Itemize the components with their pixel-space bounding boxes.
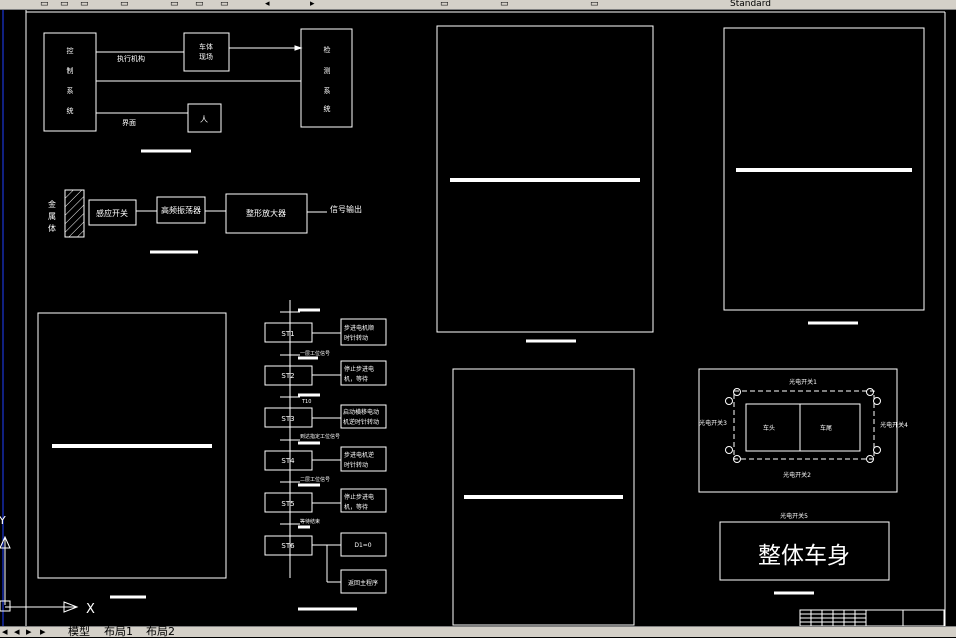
label-actuator: 执行机构	[117, 54, 145, 63]
ucs-icon	[0, 535, 79, 613]
sfc-action-3b: 机逆时针转动	[343, 418, 379, 426]
toolbar: ▭ ▭ ▭ ▭ ▭ ▭ ▭ ◂ ▸ ▭ ▭ ▭ Standard	[0, 0, 956, 10]
ucs-x-label: X	[86, 602, 95, 617]
layout-diagram	[698, 368, 898, 595]
sfc-step-5: ST5	[281, 500, 294, 508]
label-sw1: 光电开关1	[789, 378, 817, 386]
paste-icon[interactable]: ▭	[220, 0, 229, 9]
label-output: 信号输出	[330, 204, 362, 214]
label-vehicle-site-1: 车体	[199, 42, 213, 51]
sfc-step-3: ST3	[281, 415, 294, 423]
label-sw2: 光电开关2	[783, 471, 811, 479]
copy-icon[interactable]: ▭	[195, 0, 204, 9]
label-person: 人	[200, 115, 208, 124]
diagram-control-system	[43, 28, 353, 153]
sfc-action-7: 返回主程序	[348, 579, 378, 587]
label-metal-1: 金	[48, 199, 56, 209]
label-vehicle-site-2: 现场	[199, 52, 213, 61]
tab-nav-next-icon[interactable]: ▸	[26, 625, 32, 638]
layout-tabs-bar: ◂ ◂ ▸ ▸ 模型 布局1 布局2	[0, 626, 956, 637]
sfc-transition-4: 二层工位信号	[300, 476, 330, 483]
frame-bottom-left	[37, 312, 227, 579]
box-person	[187, 103, 222, 133]
label-metal-3: 体	[48, 223, 56, 233]
open-icon[interactable]: ▭	[60, 0, 69, 9]
sfc-action-4a: 步进电机逆	[344, 451, 374, 459]
sfc-step-4: ST4	[281, 457, 295, 465]
sfc-step-1: ST1	[281, 330, 294, 338]
diagram-sensor-chain	[64, 189, 327, 254]
save-icon[interactable]: ▭	[80, 0, 89, 9]
label-tail: 车尾	[820, 424, 832, 432]
sfc-action-6: D1=0	[354, 542, 371, 549]
label-detect-char-1: 检	[324, 45, 331, 54]
new-icon[interactable]: ▭	[40, 0, 49, 9]
tab-layout2[interactable]: 布局2	[146, 625, 175, 638]
frame-top-right	[723, 27, 925, 311]
properties-icon[interactable]: ▭	[590, 0, 599, 9]
label-amp: 整形放大器	[246, 208, 286, 218]
drawing-svg[interactable]: 控 制 系 统 执行机构 车体 现场 检 测 系 统 界面 人 金 属 体 感应…	[0, 10, 956, 626]
sfc-action-5a: 停止步进电	[344, 493, 374, 501]
label-sw4: 光电开关4	[880, 421, 908, 429]
sfc-transition-3: 到达指定工位信号	[300, 433, 340, 440]
label-control-char-2: 制	[67, 66, 74, 75]
undo-icon[interactable]: ◂	[265, 0, 270, 9]
label-control-char-4: 统	[67, 106, 74, 115]
metal-hatch	[64, 189, 85, 238]
sfc-transition-5: 等待结束	[300, 518, 320, 525]
sfc-step-6: ST6	[281, 542, 295, 550]
label-sensor: 感应开关	[96, 208, 128, 218]
ucs-y-label: Y	[0, 514, 6, 527]
sfc-action-5b: 机，等待	[344, 503, 368, 511]
sfc-chart	[264, 300, 387, 611]
layer-icon[interactable]: Standard	[730, 0, 771, 9]
label-hf: 高频振荡器	[161, 205, 201, 215]
sfc-action-3a: 启动横移电动	[343, 408, 379, 416]
zoom-icon[interactable]: ▭	[500, 0, 509, 9]
sfc-transition-2: T10	[301, 399, 311, 405]
sfc-action-2a: 停止步进电	[344, 365, 374, 373]
tab-layout1[interactable]: 布局1	[104, 625, 133, 638]
frame-bottom-center	[452, 368, 635, 626]
box-amp	[225, 193, 308, 234]
sfc-action-4b: 时针转动	[344, 461, 368, 469]
cut-icon[interactable]: ▭	[170, 0, 179, 9]
label-head: 车头	[763, 424, 775, 432]
title-block	[799, 609, 945, 626]
label-control-char-3: 系	[67, 86, 74, 95]
label-body: 整体车身	[758, 543, 850, 569]
box-vehicle-site	[183, 32, 230, 72]
label-detect-char-2: 测	[324, 67, 331, 75]
label-sw3: 光电开关3	[699, 419, 727, 427]
sfc-action-1b: 时针转动	[344, 334, 368, 342]
label-detect-char-4: 统	[324, 104, 331, 113]
label-metal-2: 属	[48, 212, 56, 221]
frame-top-center	[436, 25, 654, 333]
label-detect-char-3: 系	[324, 86, 331, 95]
drawing-canvas[interactable]: 控 制 系 统 执行机构 车体 现场 检 测 系 统 界面 人 金 属 体 感应…	[0, 10, 956, 626]
tab-nav-last-icon[interactable]: ▸	[40, 625, 46, 638]
tab-nav-prev-icon[interactable]: ◂	[14, 625, 20, 638]
print-icon[interactable]: ▭	[120, 0, 129, 9]
sfc-action-2b: 机，等待	[344, 375, 368, 383]
box-detect-system	[300, 28, 353, 128]
sfc-action-1a: 步进电机顺	[344, 324, 374, 332]
tab-nav-first-icon[interactable]: ◂	[2, 625, 8, 638]
label-sw5: 光电开关5	[780, 512, 808, 520]
box-hf	[156, 196, 206, 224]
pan-icon[interactable]: ▭	[440, 0, 449, 9]
tab-model[interactable]: 模型	[68, 625, 90, 638]
box-control-system	[43, 32, 97, 132]
box-sensor	[88, 199, 137, 226]
label-interface: 界面	[122, 119, 136, 127]
redo-icon[interactable]: ▸	[310, 0, 315, 9]
sfc-transition-1: 一层工位信号	[300, 350, 330, 357]
label-control-char-1: 控	[67, 46, 74, 55]
sfc-step-2: ST2	[281, 372, 294, 380]
